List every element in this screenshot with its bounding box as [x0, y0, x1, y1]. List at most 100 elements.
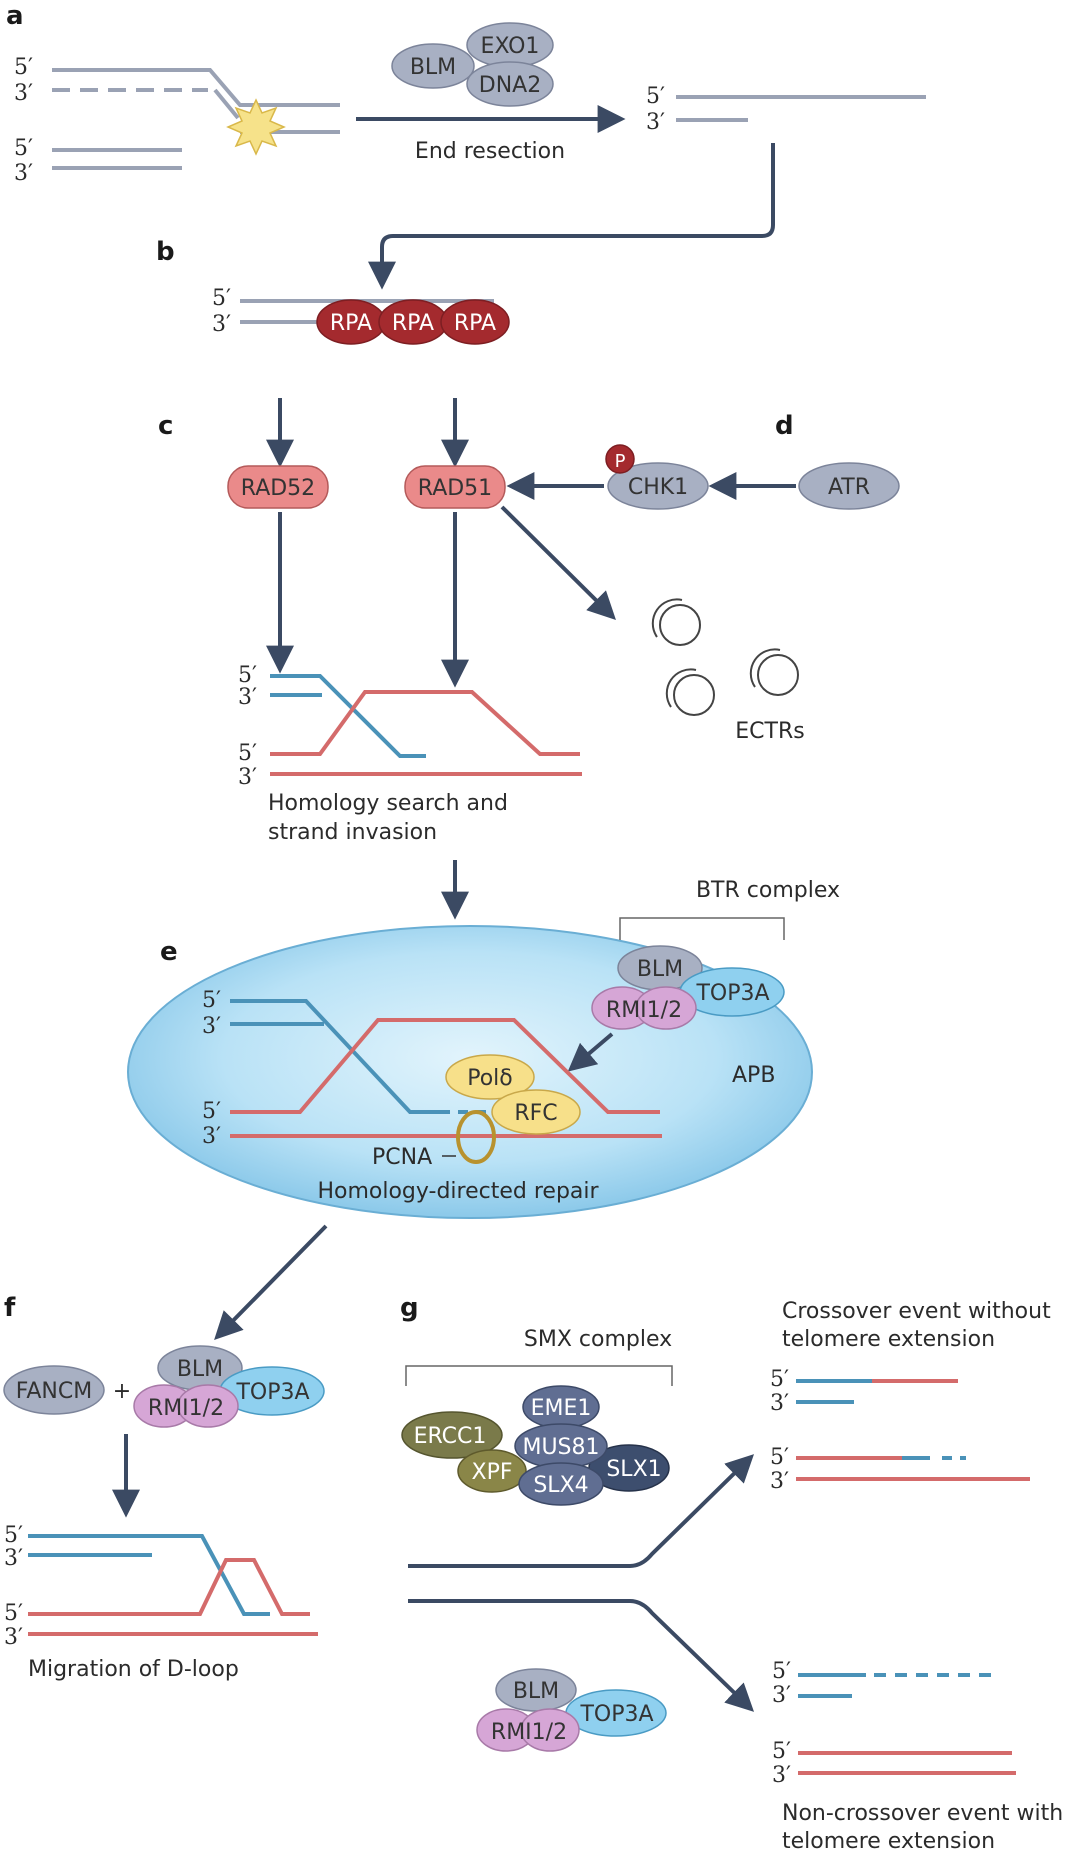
rpa-label: RPA — [330, 311, 372, 336]
phosphate-icon — [605, 444, 635, 474]
slx4-label: SLX4 — [533, 1473, 588, 1498]
btr-bracket — [619, 917, 785, 940]
rpa-coated-dna — [240, 299, 494, 324]
end-label-3: 3′ — [4, 1625, 23, 1650]
end-label-3: 3′ — [212, 312, 231, 337]
end-label-5: 5′ — [14, 136, 33, 161]
panel-label-f: f — [4, 1293, 16, 1323]
fancm-protein — [3, 1365, 105, 1415]
strand-invasion-dna — [270, 674, 582, 776]
crossover-dna — [796, 1379, 1030, 1481]
rmi-protein — [635, 986, 697, 1030]
slx1-label: SLX1 — [606, 1457, 661, 1482]
panel-label-b: b — [156, 237, 175, 267]
end-label-3: 3′ — [238, 685, 257, 710]
broken-dna-strands — [52, 68, 340, 170]
hdr-caption: Homology-directed repair — [317, 1179, 599, 1204]
end-label-5: 5′ — [202, 988, 221, 1013]
dloop-migration-dna — [28, 1534, 318, 1636]
atr-label: ATR — [828, 475, 870, 500]
flow-arrow-rad51-to-ectrs — [500, 505, 616, 620]
end-resection-label: End resection — [415, 139, 565, 164]
end-label-3: 3′ — [202, 1014, 221, 1039]
pcna-label: PCNA — [372, 1145, 432, 1170]
crossover-caption-1: Crossover event without — [782, 1299, 1051, 1324]
rad52-label: RAD52 — [241, 476, 315, 501]
ectrs-label: ECTRs — [735, 719, 804, 744]
exo1-label: EXO1 — [481, 34, 540, 59]
rfc-protein — [491, 1089, 581, 1135]
end-label-5: 5′ — [238, 663, 257, 688]
pold-label: Polδ — [467, 1066, 513, 1091]
end-label-5: 5′ — [4, 1601, 23, 1626]
smx-bracket — [405, 1365, 673, 1386]
rmi-label: RMI1/2 — [491, 1720, 567, 1745]
atr-protein — [798, 462, 900, 510]
end-label-3: 3′ — [202, 1124, 221, 1149]
blm-protein — [391, 43, 475, 89]
homology-caption-1: Homology search and — [268, 791, 508, 816]
flow-arrow-to-crossover — [408, 1454, 755, 1568]
rmi-label: RMI1/2 — [606, 998, 682, 1023]
end-label-3: 3′ — [646, 110, 665, 135]
chk1-label: CHK1 — [628, 475, 688, 500]
dna2-label: DNA2 — [479, 73, 541, 98]
panel-label-g: g — [400, 1293, 419, 1323]
mus81-label: MUS81 — [522, 1435, 599, 1460]
dloop-caption: Migration of D-loop — [28, 1657, 239, 1682]
end-label-3: 3′ — [14, 161, 33, 186]
end-label-3: 3′ — [4, 1546, 23, 1571]
slx4-protein — [518, 1462, 604, 1506]
top3a-label: TOP3A — [695, 981, 769, 1006]
resected-dna — [676, 95, 926, 122]
rpa-protein — [440, 299, 510, 345]
blm-label: BLM — [637, 957, 683, 982]
phosphate-label: P — [615, 451, 626, 472]
rpa-label: RPA — [454, 311, 496, 336]
eme1-label: EME1 — [531, 1396, 592, 1421]
crossover-caption-2: telomere extension — [782, 1327, 995, 1352]
end-label-5: 5′ — [770, 1445, 789, 1470]
rmi-label: RMI1/2 — [148, 1396, 224, 1421]
flow-arrow-btr-to-loop — [567, 1032, 614, 1072]
rad51-protein — [404, 465, 506, 509]
rmi-protein — [520, 1708, 580, 1752]
panel-label-e: e — [160, 937, 178, 967]
end-label-5: 5′ — [238, 741, 257, 766]
end-label-3: 3′ — [772, 1683, 791, 1708]
rmi-protein — [177, 1384, 239, 1428]
ercc1-label: ERCC1 — [414, 1424, 487, 1449]
end-label-3: 3′ — [238, 765, 257, 790]
rfc-label: RFC — [514, 1101, 557, 1126]
chk1-protein — [607, 462, 709, 510]
xpf-protein — [457, 1449, 527, 1493]
apb-label: APB — [732, 1063, 775, 1088]
ercc1-protein — [401, 1411, 503, 1459]
rad52-protein — [227, 465, 329, 509]
break-star-icon — [226, 98, 286, 156]
rpa-label: RPA — [392, 311, 434, 336]
end-label-5: 5′ — [646, 84, 665, 109]
end-label-3: 3′ — [772, 1763, 791, 1788]
end-label-3: 3′ — [14, 81, 33, 106]
homology-caption-2: strand invasion — [268, 820, 437, 845]
pold-protein — [445, 1054, 535, 1100]
top3a-label: TOP3A — [579, 1702, 653, 1727]
btr-complex-label: BTR complex — [696, 878, 840, 903]
fancm-label: FANCM — [16, 1379, 92, 1404]
end-label-5: 5′ — [212, 286, 231, 311]
panel-label-d: d — [775, 411, 794, 441]
plus-sign: + — [113, 1379, 131, 1404]
flow-arrow-a-to-b — [368, 143, 775, 290]
noncrossover-caption-2: telomere extension — [782, 1829, 995, 1854]
homology-directed-repair-dna — [230, 999, 662, 1138]
blm-label: BLM — [177, 1357, 223, 1382]
ectr-circles — [651, 598, 799, 716]
dna2-protein — [466, 61, 554, 107]
blm-label: BLM — [513, 1679, 559, 1704]
rad51-label: RAD51 — [418, 476, 492, 501]
flow-arrow-e-to-f — [214, 1224, 328, 1340]
end-label-5: 5′ — [770, 1367, 789, 1392]
blm-label: BLM — [410, 55, 456, 80]
